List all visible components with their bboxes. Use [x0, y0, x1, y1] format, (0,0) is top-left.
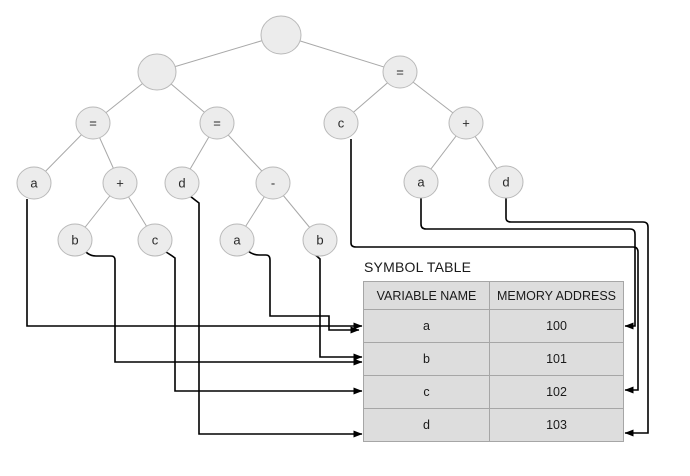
cell-memory-address: 101 [489, 342, 624, 376]
connector-c2-to-row-c [350, 139, 639, 394]
column-header-memory-address: MEMORY ADDRESS [489, 281, 624, 310]
tree-node-n2[interactable] [137, 53, 177, 91]
table-row[interactable]: d 103 [363, 408, 624, 442]
tree-node-eq2[interactable]: = [199, 106, 235, 140]
tree-nodes: = = = a + b c [16, 15, 524, 257]
connector-a3-to-row-a [420, 198, 636, 330]
tree-node-a1[interactable]: a [16, 166, 52, 200]
tree-node-plus1[interactable]: + [102, 166, 138, 200]
tree-node-b1[interactable]: b [57, 223, 93, 257]
connector-d1-to-row-d [189, 195, 363, 438]
symbol-table-title: SYMBOL TABLE [364, 259, 472, 275]
tree-node-plus2[interactable]: + [448, 106, 484, 140]
tree-node-label: a [233, 233, 241, 248]
table-row[interactable]: c 102 [363, 375, 624, 409]
cell-memory-address: 102 [489, 375, 624, 409]
column-header-variable-name: VARIABLE NAME [363, 281, 490, 310]
tree-node-c2[interactable]: c [323, 106, 359, 140]
tree-node-c1[interactable]: c [137, 223, 173, 257]
tree-node-root[interactable] [260, 15, 302, 55]
tree-node-label: a [417, 175, 425, 190]
tree-node-label: + [116, 176, 124, 191]
connector-a1-to-row-a [26, 199, 363, 330]
connector-d2-to-row-d [505, 198, 649, 437]
tree-node-label: b [316, 233, 323, 248]
tree-node-label: a [30, 176, 38, 191]
connector-a2-to-row-a [247, 250, 360, 334]
cell-memory-address: 100 [489, 309, 624, 343]
connector-b2-to-row-b [310, 251, 363, 361]
tree-node-a2[interactable]: a [219, 223, 255, 257]
connector-arrows [26, 139, 649, 438]
symbol-table: VARIABLE NAME MEMORY ADDRESS a 100 b 101… [363, 281, 624, 442]
tree-node-label: = [213, 116, 221, 131]
tree-node-label: = [396, 65, 404, 80]
cell-variable-name: b [363, 342, 490, 376]
tree-node-label: d [178, 176, 185, 191]
tree-edges [33, 34, 507, 241]
tree-node-eq1[interactable]: = [75, 106, 111, 140]
tree-node-d1[interactable]: d [164, 166, 200, 200]
tree-node-eq3[interactable]: = [382, 55, 418, 89]
table-row[interactable]: a 100 [363, 309, 624, 343]
cell-variable-name: d [363, 408, 490, 442]
tree-node-label: c [152, 233, 159, 248]
tree-node-label: - [271, 176, 275, 191]
connector-b1-to-row-b [85, 251, 363, 366]
tree-node-a3[interactable]: a [403, 165, 439, 199]
tree-node-label: c [338, 116, 345, 131]
cell-memory-address: 103 [489, 408, 624, 442]
symbol-table-header-row: VARIABLE NAME MEMORY ADDRESS [363, 281, 624, 310]
tree-node-label: = [89, 116, 97, 131]
tree-node-label: b [71, 233, 78, 248]
tree-node-label: d [502, 175, 509, 190]
tree-node-minus[interactable]: - [255, 166, 291, 200]
tree-node-label: + [462, 116, 470, 131]
cell-variable-name: c [363, 375, 490, 409]
cell-variable-name: a [363, 309, 490, 343]
connector-c1-to-row-c [165, 251, 363, 395]
table-row[interactable]: b 101 [363, 342, 624, 376]
tree-node-d2[interactable]: d [488, 165, 524, 199]
tree-node-b2[interactable]: b [302, 223, 338, 257]
